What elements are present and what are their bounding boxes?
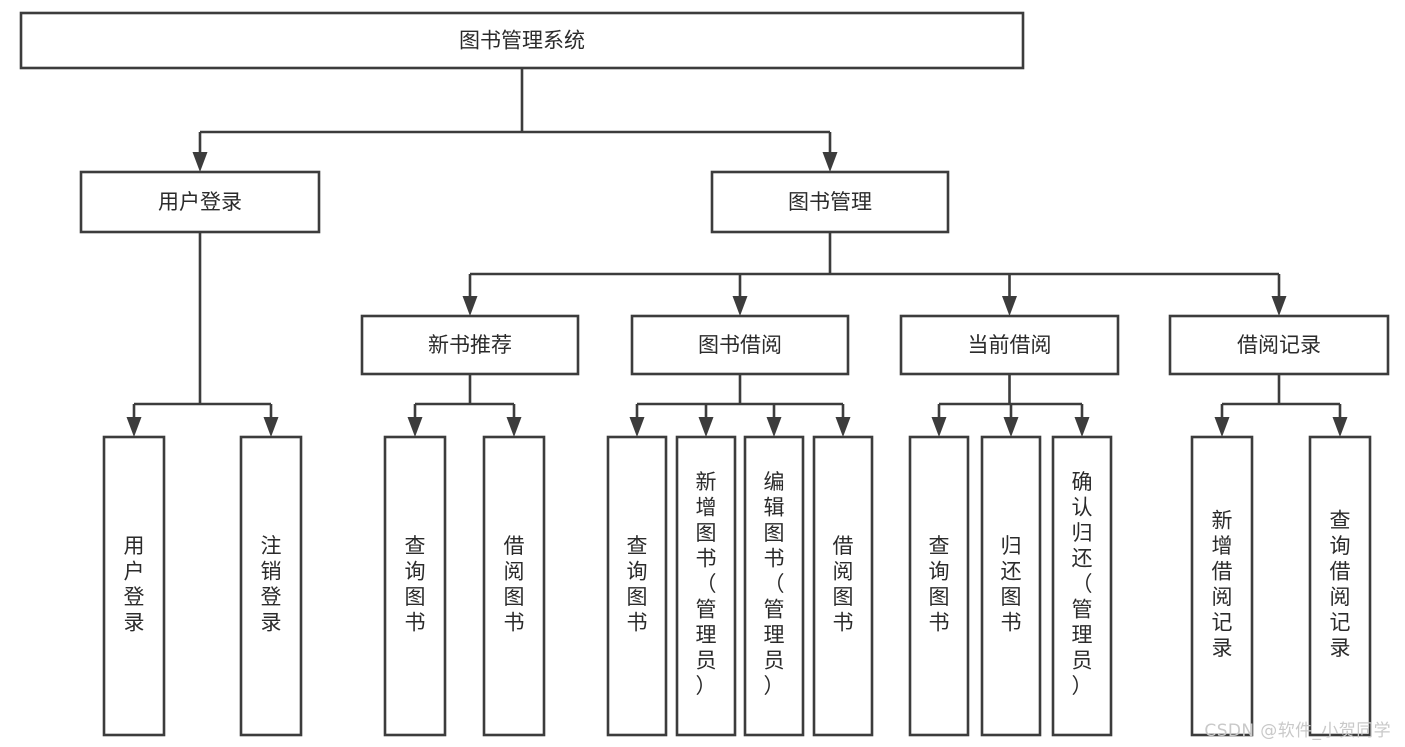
arrow-head-icon (263, 417, 279, 437)
connector-group-new-book-rec (407, 374, 522, 437)
node-new-book-rec[interactable]: 新书推荐 (360, 314, 580, 376)
arrow-head-icon (126, 417, 142, 437)
node-current-borrow[interactable]: 当前借阅 (899, 314, 1120, 376)
node-box (980, 435, 1042, 737)
node-leaf-rec-query-book[interactable]: 查询图书 (383, 435, 447, 737)
node-leaf-borrow-add-book[interactable]: 新增图书（管理员） (675, 435, 737, 737)
node-book-borrow[interactable]: 图书借阅 (630, 314, 850, 376)
node-label: 图书管理系统 (459, 29, 585, 53)
arrow-head-icon (1003, 417, 1019, 437)
node-box (899, 314, 1120, 376)
node-label: 借阅图书 (833, 534, 854, 635)
arrow-head-icon (462, 296, 478, 316)
node-leaf-rec-borrow-book[interactable]: 借阅图书 (482, 435, 546, 737)
node-layer: 图书管理系统用户登录图书管理新书推荐图书借阅当前借阅借阅记录用户登录注销登录查询… (19, 11, 1390, 737)
connector-group-book-borrow (629, 374, 851, 437)
node-label: 用户登录 (124, 534, 145, 635)
arrow-head-icon (1271, 296, 1287, 316)
node-box (239, 435, 303, 737)
node-label: 查询图书 (405, 534, 426, 635)
node-leaf-cur-query-book[interactable]: 查询图书 (908, 435, 970, 737)
node-borrow-record[interactable]: 借阅记录 (1168, 314, 1390, 376)
arrow-head-icon (1332, 417, 1348, 437)
node-box (482, 435, 546, 737)
arrow-head-icon (629, 417, 645, 437)
connector-group-book-manage (462, 232, 1287, 316)
connector-group-user-login (126, 232, 279, 437)
node-leaf-cur-confirm-return[interactable]: 确认归还（管理员） (1051, 435, 1113, 737)
node-label: 注销登录 (261, 534, 282, 635)
node-label: 图书管理 (788, 190, 872, 214)
node-box (630, 314, 850, 376)
node-box (102, 435, 166, 737)
arrow-head-icon (1074, 417, 1090, 437)
node-box (1308, 435, 1372, 737)
node-box (606, 435, 668, 737)
node-leaf-cur-return-book[interactable]: 归还图书 (980, 435, 1042, 737)
node-leaf-user-login[interactable]: 用户登录 (102, 435, 166, 737)
node-label: 归还图书 (1001, 534, 1022, 635)
node-label: 图书借阅 (698, 333, 782, 357)
node-box (79, 170, 321, 234)
arrow-head-icon (192, 152, 208, 172)
node-user-login[interactable]: 用户登录 (79, 170, 321, 234)
node-label: 查询图书 (929, 534, 950, 635)
arrow-head-icon (931, 417, 947, 437)
node-box (812, 435, 874, 737)
arrow-head-icon (822, 152, 838, 172)
node-box (1051, 435, 1113, 737)
node-box (1190, 435, 1254, 737)
connector-layer (126, 68, 1348, 437)
node-root[interactable]: 图书管理系统 (19, 11, 1025, 70)
arrow-head-icon (1214, 417, 1230, 437)
node-box (383, 435, 447, 737)
node-label: 用户登录 (158, 190, 242, 214)
connector-group-borrow-record (1214, 374, 1348, 437)
arrow-head-icon (1002, 296, 1017, 316)
node-book-manage[interactable]: 图书管理 (710, 170, 950, 234)
node-label: 借阅图书 (504, 534, 525, 635)
node-label: 新增借阅记录 (1212, 508, 1233, 660)
node-box (908, 435, 970, 737)
arrow-head-icon (698, 417, 714, 437)
node-label: 当前借阅 (968, 333, 1052, 357)
node-label: 新增图书（管理员） (696, 470, 717, 698)
connector-group-root (192, 68, 838, 172)
node-label: 新书推荐 (428, 333, 512, 357)
node-box (710, 170, 950, 234)
node-box (675, 435, 737, 737)
node-leaf-borrow-query-book[interactable]: 查询图书 (606, 435, 668, 737)
arrow-head-icon (506, 417, 522, 437)
node-label: 编辑图书（管理员） (764, 470, 785, 698)
node-box (360, 314, 580, 376)
connector-group-current-borrow (931, 374, 1090, 437)
node-box (19, 11, 1025, 70)
node-leaf-borrow-edit-book[interactable]: 编辑图书（管理员） (743, 435, 805, 737)
node-box (743, 435, 805, 737)
node-leaf-rec-query-record[interactable]: 查询借阅记录 (1308, 435, 1372, 737)
node-box (1168, 314, 1390, 376)
arrow-head-icon (407, 417, 423, 437)
node-label: 查询图书 (627, 534, 648, 635)
arrow-head-icon (732, 296, 748, 316)
node-leaf-borrow-borrow-book[interactable]: 借阅图书 (812, 435, 874, 737)
node-label: 确认归还（管理员） (1072, 470, 1093, 698)
arrow-head-icon (766, 417, 782, 437)
node-leaf-rec-add-record[interactable]: 新增借阅记录 (1190, 435, 1254, 737)
node-leaf-user-logout[interactable]: 注销登录 (239, 435, 303, 737)
arrow-head-icon (835, 417, 851, 437)
node-label: 查询借阅记录 (1330, 508, 1351, 660)
node-label: 借阅记录 (1237, 333, 1321, 357)
